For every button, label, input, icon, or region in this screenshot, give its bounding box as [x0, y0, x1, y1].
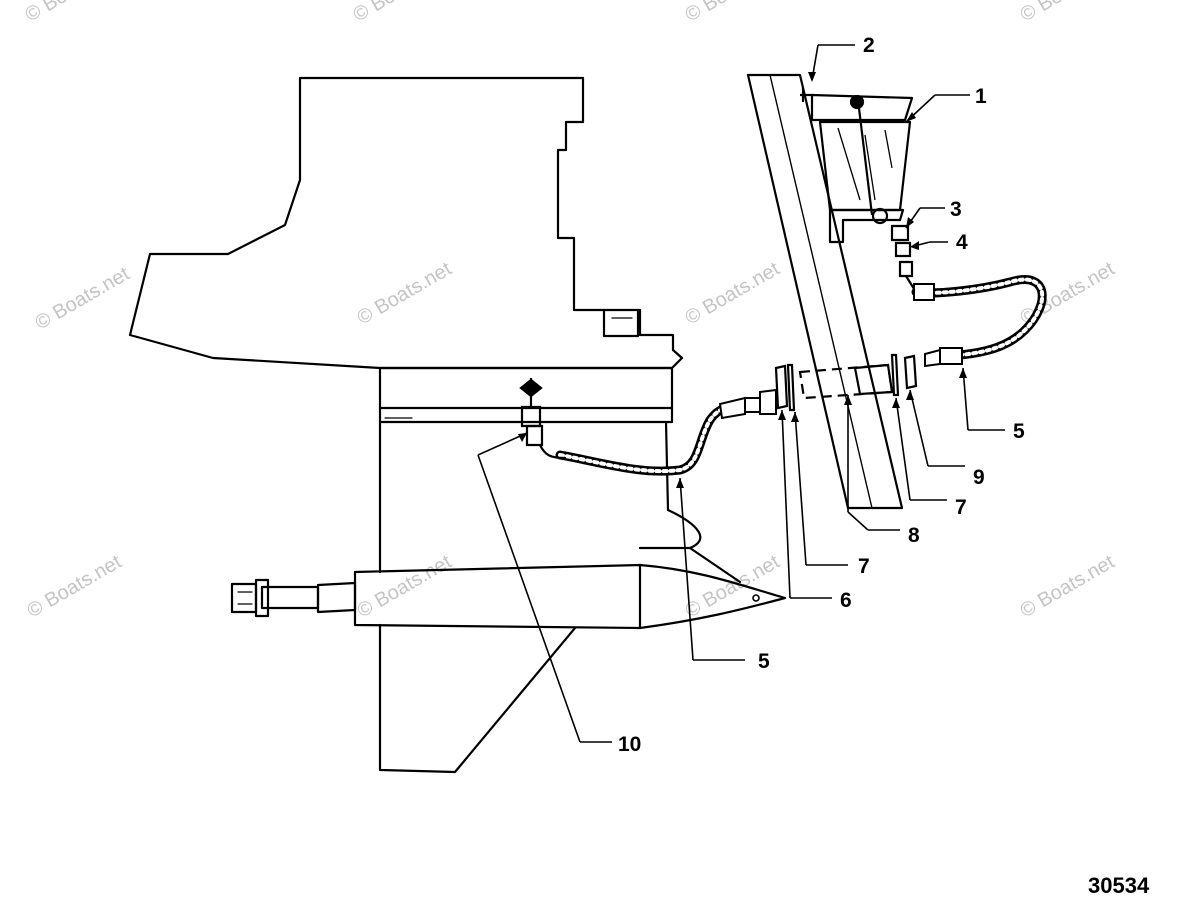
gear-housing — [128, 76, 787, 774]
watermark-10: © Boats.net — [350, 0, 452, 26]
watermark-9: © Boats.net — [22, 0, 124, 26]
callout-4: 4 — [956, 231, 968, 254]
callout-6: 6 — [840, 589, 852, 612]
watermark-1: © Boats.net — [32, 263, 134, 335]
watermark-5: © Boats.net — [24, 551, 126, 623]
callout-3: 3 — [950, 198, 962, 221]
gasket-7-left — [786, 363, 796, 412]
watermark-11: © Boats.net — [682, 0, 784, 26]
callout-arrowheads — [518, 72, 967, 488]
callout-5b: 5 — [758, 650, 770, 673]
callout-10: 10 — [618, 733, 641, 756]
upper-water-hose — [911, 275, 1047, 368]
callout-9: 9 — [973, 466, 985, 489]
housing-water-fitting — [519, 378, 544, 447]
callout-labels: 1 2 3 4 5 9 7 8 7 6 5 10 — [618, 34, 1025, 756]
watermark-6: © Boats.net — [354, 551, 456, 623]
gasket-7-right — [890, 353, 900, 397]
watermark-2: © Boats.net — [354, 258, 456, 330]
nut-9 — [903, 354, 918, 390]
callout-5a: 5 — [1013, 420, 1025, 443]
transom — [746, 73, 904, 510]
elbow-fitting-3 — [890, 224, 910, 242]
lower-water-hose — [538, 388, 777, 476]
callout-7b: 7 — [858, 555, 870, 578]
nut-6 — [774, 364, 789, 410]
transom-fittings — [774, 353, 918, 412]
callout-2: 2 — [863, 34, 875, 57]
connector-fitting-4 — [894, 241, 912, 258]
strainer-fittings — [890, 224, 917, 293]
callout-7a: 7 — [955, 496, 967, 519]
watermark-layer: © Boats.net © Boats.net © Boats.net © Bo… — [22, 0, 1119, 622]
leader-lines — [477, 44, 1005, 743]
water-strainer — [800, 88, 914, 244]
figure-number: 30534 — [1088, 873, 1150, 898]
watermark-12: © Boats.net — [1017, 0, 1119, 26]
watermark-3: © Boats.net — [682, 258, 784, 330]
callout-8: 8 — [908, 524, 920, 547]
callout-1: 1 — [975, 85, 987, 108]
watermark-8: © Boats.net — [1017, 551, 1119, 623]
